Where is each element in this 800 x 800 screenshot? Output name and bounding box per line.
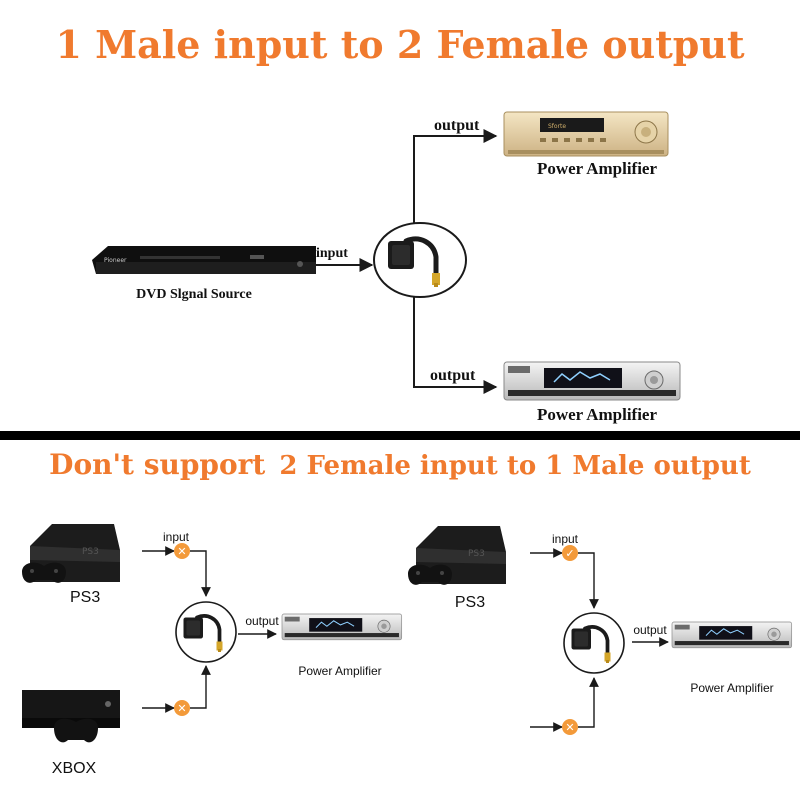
output-label-right: output — [633, 623, 667, 637]
ps3-console-icon — [22, 524, 120, 583]
input-arrow-top-right-down — [578, 552, 599, 609]
splitter-adapter-icon — [563, 612, 625, 674]
ps3-console-icon — [408, 526, 506, 585]
amp-label-right: Power Amplifier — [690, 681, 773, 695]
section-divider — [0, 431, 800, 440]
top-title: 1 Male input to 2 Female output — [55, 22, 745, 67]
input-label: input — [316, 246, 348, 261]
bottom-title-rest: 2 Female input to 1 Male output — [279, 451, 750, 481]
svg-text:Sforte: Sforte — [548, 123, 566, 130]
x-mark-icon: ✕ — [174, 543, 190, 559]
input-label-left: input — [163, 530, 190, 544]
dvd-player-icon: Pioneer — [92, 246, 316, 274]
output-label-left: output — [245, 614, 279, 628]
output-label-upper: output — [434, 117, 480, 134]
output-arrow-upper — [413, 129, 498, 223]
ps3-label-right: PS3 — [455, 594, 485, 611]
amp-label-lower: Power Amplifier — [537, 405, 658, 424]
output-arrow-lower — [413, 297, 498, 394]
amplifier-icon — [671, 621, 793, 649]
svg-text:✕: ✕ — [177, 545, 186, 558]
xbox-label: XBOX — [52, 760, 97, 777]
splitter-adapter-icon — [373, 222, 467, 298]
amplifier-icon — [503, 361, 681, 401]
x-mark-icon: ✕ — [562, 719, 578, 735]
input-arrow-bottom-right-up — [578, 677, 599, 728]
xbox-console-icon — [22, 690, 120, 743]
amp-label-left: Power Amplifier — [298, 664, 381, 678]
ps3-label-left: PS3 — [70, 589, 100, 606]
input-arrow-bottom-left-up — [190, 665, 211, 709]
svg-text:✕: ✕ — [177, 702, 186, 715]
svg-text:Pioneer: Pioneer — [104, 257, 127, 264]
splitter-adapter-icon — [175, 601, 237, 663]
x-mark-icon: ✕ — [174, 700, 190, 716]
bottom-title: Don't support 2 Female input to 1 Male o… — [49, 448, 751, 481]
output-label-lower: output — [430, 367, 476, 384]
amplifier-icon: Sforte — [503, 111, 669, 157]
amp-label-upper: Power Amplifier — [537, 159, 658, 178]
dvd-source-label: DVD Slgnal Source — [136, 287, 252, 302]
input-label-right: input — [552, 532, 579, 546]
check-mark-icon: ✓ — [562, 545, 578, 561]
svg-text:✕: ✕ — [565, 721, 574, 734]
svg-text:✓: ✓ — [565, 547, 574, 560]
amplifier-icon — [281, 613, 403, 641]
bottom-title-prefix: Don't support — [49, 448, 265, 481]
input-arrow-top-left-down — [190, 550, 211, 597]
